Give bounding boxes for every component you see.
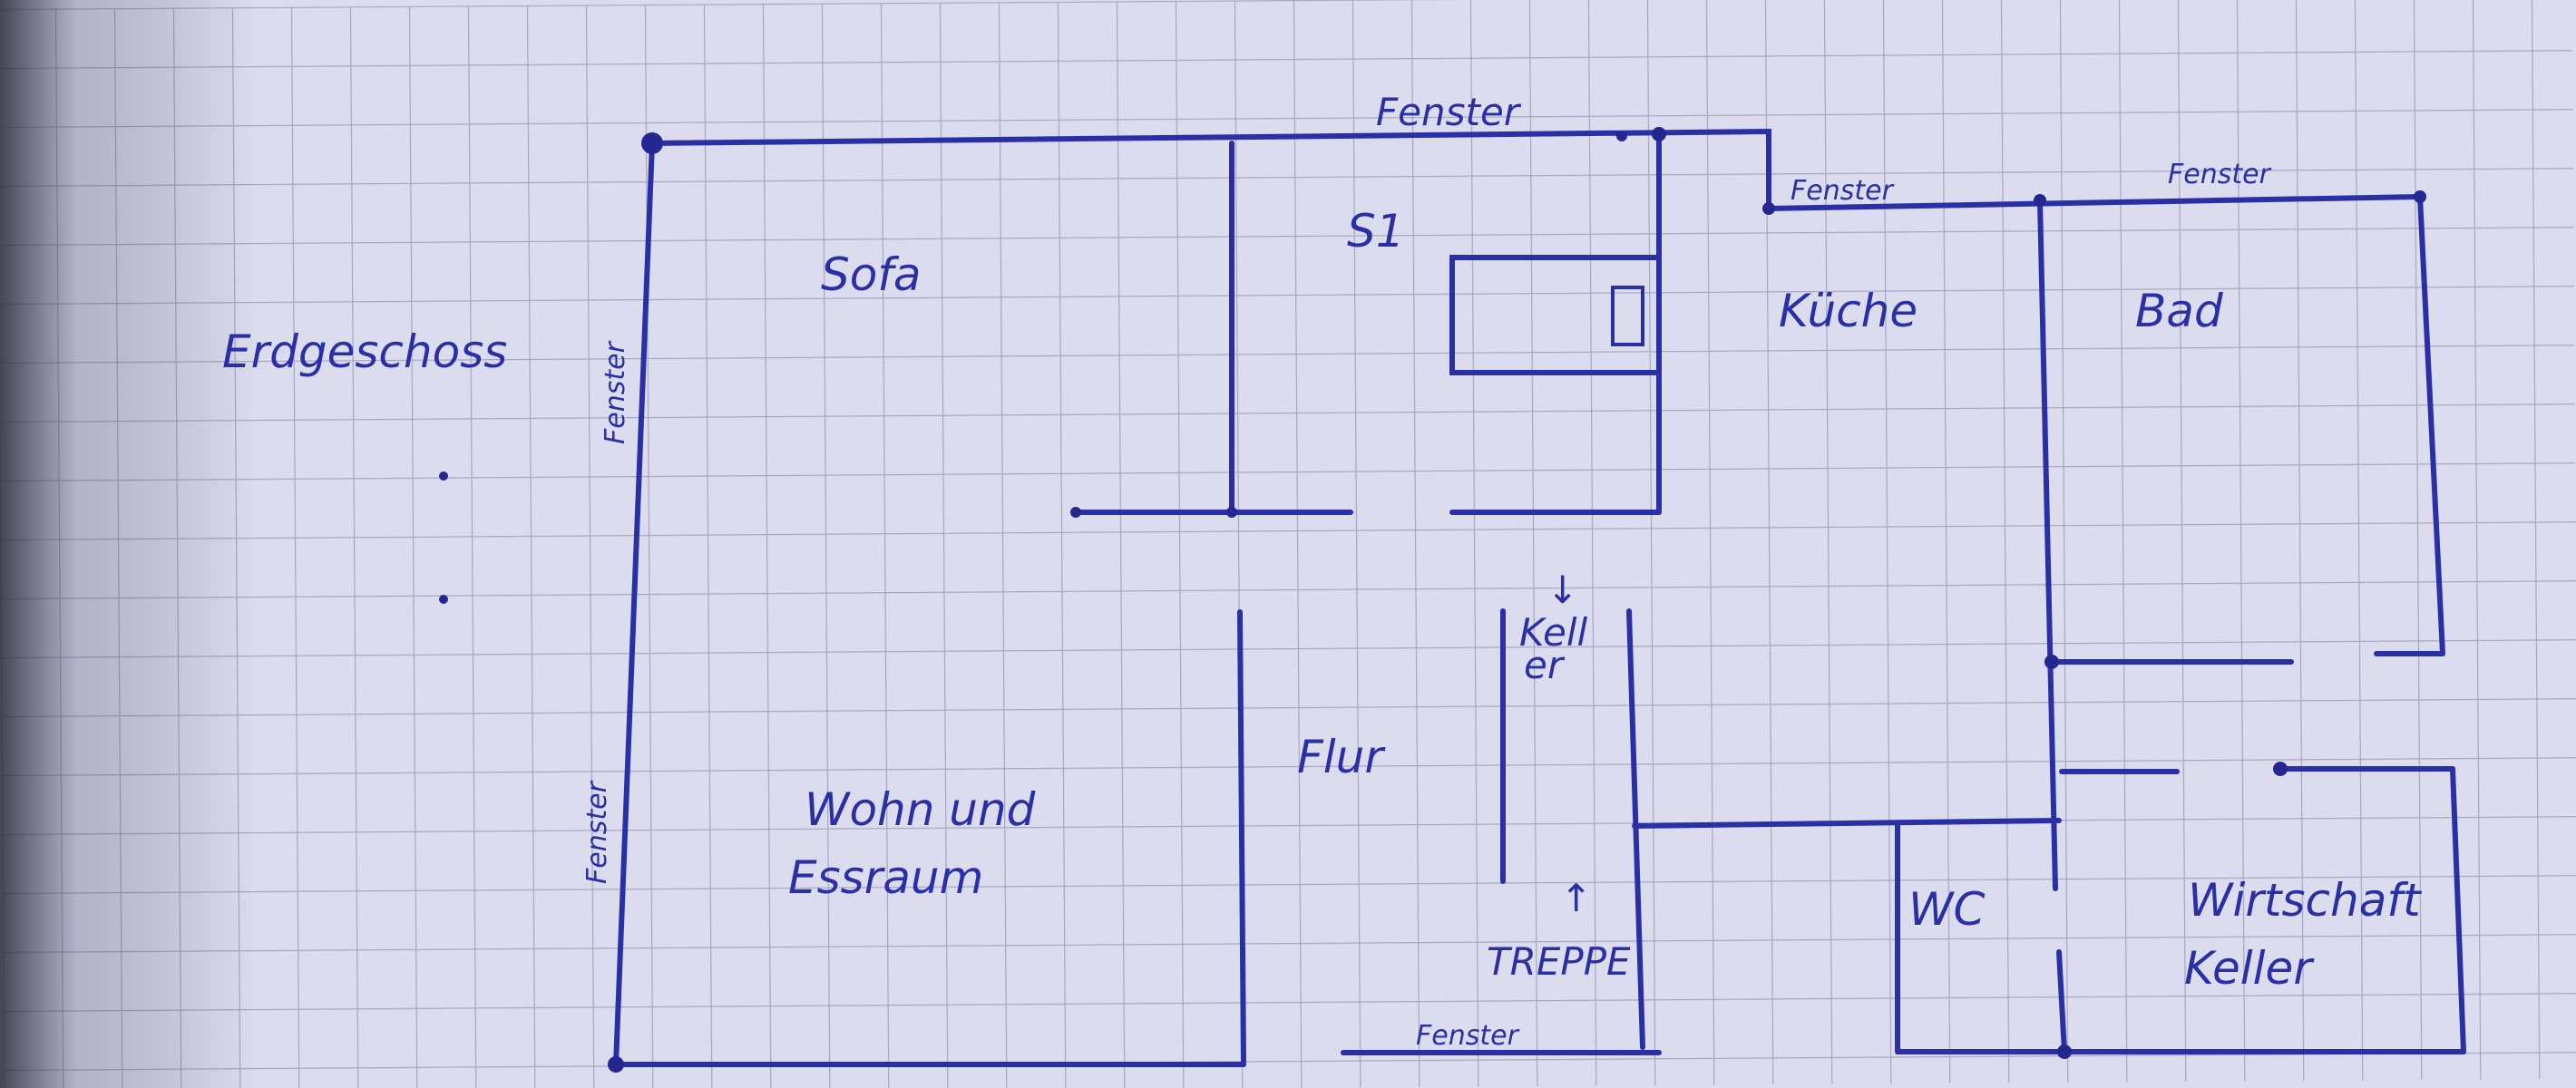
room-label-s1: S1 — [1347, 205, 1405, 257]
room-label-wohn: Wohn und — [805, 783, 1036, 836]
room-label-keller: Keller — [2184, 942, 2315, 995]
stairs-label-keller-1: Kell — [1519, 610, 1588, 655]
floor-title: Erdgeschoss — [222, 325, 507, 378]
stairs-up-arrow: ↑ — [1560, 876, 1592, 920]
stairs-down-arrow: ↓ — [1547, 568, 1578, 612]
window-label-top-kitchen: Fenster — [1791, 175, 1895, 207]
stairs-label-keller-2: er — [1524, 643, 1566, 687]
walls — [613, 128, 2466, 1067]
window-label-top-living: Fenster — [1376, 90, 1522, 134]
window-label-left-lower: Fenster — [581, 780, 613, 884]
room-label-bad: Bad — [2135, 285, 2223, 337]
room-label-kueche: Küche — [1779, 285, 1917, 337]
room-label-essraum: Essraum — [788, 851, 983, 904]
wall-joints — [439, 127, 2426, 1073]
room-label-wirtschaft: Wirtschaft — [2188, 874, 2423, 927]
room-label-wc: WC — [1908, 883, 1985, 936]
window-label-bottom-stairs: Fenster — [1416, 1020, 1520, 1052]
room-label-sofa: Sofa — [821, 248, 922, 301]
window-label-left-upper: Fenster — [600, 340, 631, 444]
room-label-flur: Flur — [1297, 731, 1386, 783]
window-label-top-bath: Fenster — [2168, 159, 2272, 190]
stairs-label-treppe: TREPPE — [1487, 939, 1631, 984]
